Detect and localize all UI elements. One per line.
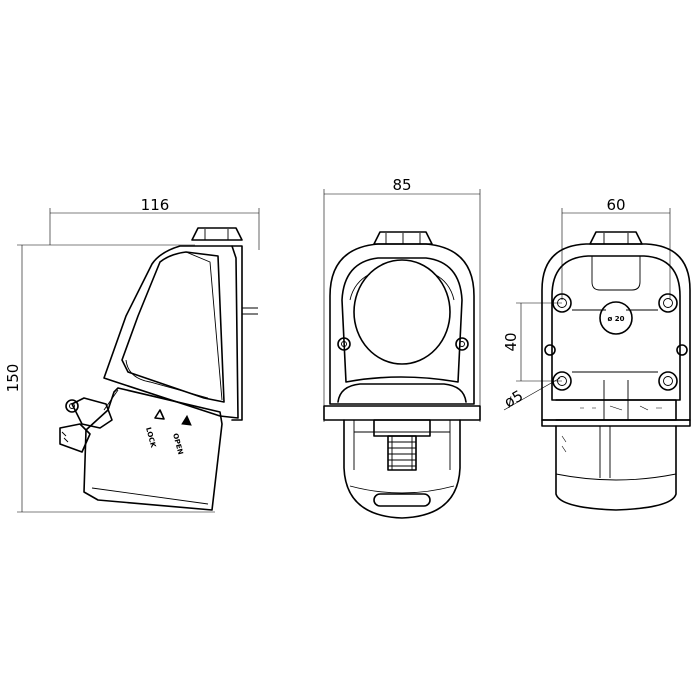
dim-116: 116 <box>141 196 170 214</box>
dimension-width-front: 85 <box>323 176 481 422</box>
dim-40: 40 <box>502 332 520 351</box>
mounting-hole-top-left <box>552 293 572 313</box>
side-view: 116 150 LOCK OPEN <box>4 196 260 513</box>
front-view: 85 <box>323 176 481 519</box>
dimension-width-rear: 60 <box>561 196 671 300</box>
mounting-hole-bottom-left <box>552 371 572 391</box>
dimension-hole-diameter: ø5 <box>501 377 561 412</box>
dim-150: 150 <box>4 364 22 393</box>
lock-triangle-icon <box>154 409 165 420</box>
cable-gland-label: ø 20 <box>608 315 625 323</box>
dimension-height-side: 150 <box>4 244 215 513</box>
mounting-hole-top-right <box>658 293 678 313</box>
dim-diameter-5: ø5 <box>501 387 526 412</box>
dim-60: 60 <box>606 196 625 214</box>
dim-85: 85 <box>392 176 411 194</box>
open-label: OPEN <box>171 432 184 455</box>
dimension-width-side: 116 <box>49 196 260 250</box>
lock-label: LOCK <box>144 426 157 449</box>
mounting-hole-bottom-right <box>658 371 678 391</box>
open-triangle-icon <box>181 414 192 426</box>
dimension-hole-spacing: 40 <box>502 302 562 382</box>
rear-view: 60 40 ø5 ø 20 <box>501 196 691 511</box>
